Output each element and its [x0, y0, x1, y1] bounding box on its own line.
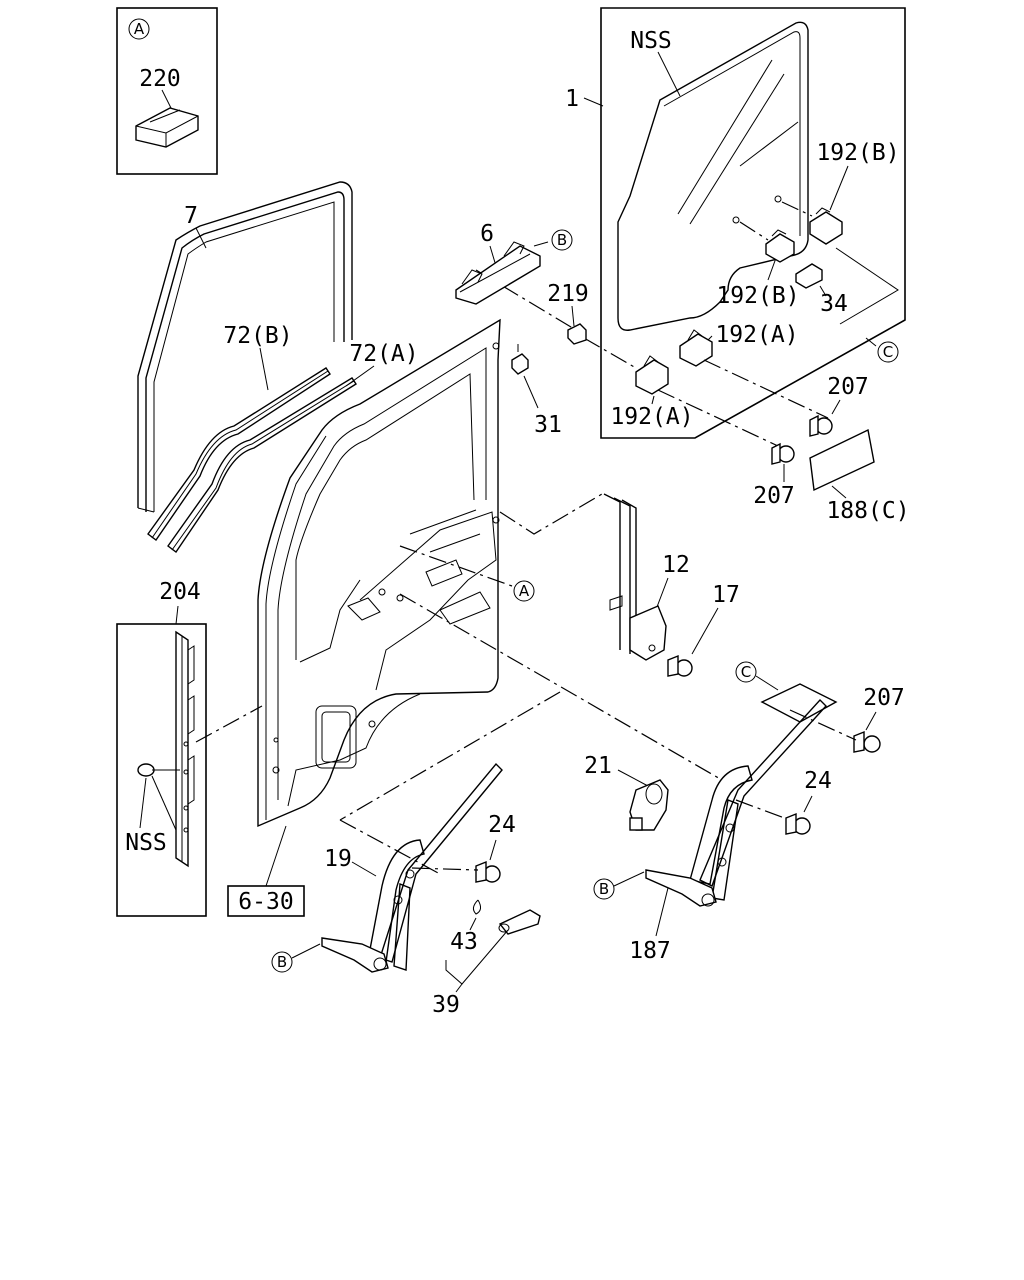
- clip-219: [567, 323, 587, 345]
- guide-rail-12: [603, 493, 667, 661]
- part-label-17: 17: [712, 582, 740, 608]
- callout-c-regulator: C: [741, 663, 751, 681]
- part-label-12: 12: [662, 552, 690, 578]
- part-label-7: 7: [184, 203, 198, 229]
- part-label-207-upper: 207: [827, 374, 869, 400]
- part-label-39: 39: [432, 992, 460, 1018]
- part-label-192b-top: 192(B): [816, 140, 899, 166]
- callout-b-holder: B: [557, 231, 567, 249]
- part-label-72b: 72(B): [223, 323, 292, 349]
- part-label-72a: 72(A): [349, 341, 418, 367]
- bolt-207-lower: [771, 442, 795, 465]
- part-label-207-lower: 207: [753, 483, 795, 509]
- run-channel-72a: [167, 377, 357, 554]
- part-label-1: 1: [565, 86, 579, 112]
- bolt-24-left: [475, 860, 501, 883]
- weatherstrip-7: [137, 181, 353, 513]
- part-label-43: 43: [450, 929, 478, 955]
- part-label-204: 204: [159, 579, 201, 605]
- label-188c: [809, 428, 875, 492]
- ref-label-6-30: 6-30: [238, 889, 293, 915]
- seal-inset-204: [116, 623, 207, 917]
- glass-box-callout-c: C: [883, 343, 893, 361]
- regulator-187: [645, 698, 827, 907]
- handle-39: [498, 909, 541, 935]
- bolt-17: [667, 654, 693, 677]
- fastener-192b-mid: [765, 229, 795, 263]
- door-glass-part: [617, 21, 809, 331]
- callout-b-regulator-right: B: [599, 880, 609, 898]
- clip-34-part: [795, 263, 823, 289]
- glass-nss-note: NSS: [630, 28, 672, 54]
- part-label-192a-left: 192(A): [610, 404, 693, 430]
- plug-31: [511, 344, 529, 375]
- label-c-lower: [760, 683, 838, 723]
- bolt-207-regulator: [853, 730, 881, 753]
- part-label-34: 34: [820, 291, 848, 317]
- clip-220-part: [135, 107, 199, 148]
- part-label-6: 6: [480, 221, 494, 247]
- part-label-192b-mid: 192(B): [716, 283, 799, 309]
- part-label-24-left: 24: [488, 812, 516, 838]
- fastener-192a-left: [635, 355, 669, 395]
- fastener-192a-right: [679, 329, 713, 367]
- glass-holder-6: [455, 241, 541, 305]
- fastener-192b-top: [809, 207, 843, 245]
- inset-a-callout: A: [134, 20, 145, 38]
- part-label-219: 219: [547, 281, 589, 307]
- spring-43: [472, 899, 482, 915]
- bolt-24-right: [785, 812, 811, 835]
- bolt-207-upper: [809, 414, 833, 437]
- part-label-31: 31: [534, 412, 562, 438]
- part-label-19: 19: [324, 846, 352, 872]
- part-label-220: 220: [139, 66, 181, 92]
- motor-21: [629, 779, 669, 831]
- part-label-24-right: 24: [804, 768, 832, 794]
- door-panel: [257, 318, 501, 828]
- regulator-19: [321, 762, 503, 973]
- callout-b-regulator-left: B: [277, 953, 287, 971]
- run-channel-72b: [147, 367, 331, 541]
- ref-box-6-30: [227, 885, 305, 917]
- seal-inset-nss: NSS: [125, 830, 167, 856]
- glass-box: NSS 1 192(B) 192(B): [565, 7, 906, 439]
- part-label-187: 187: [629, 938, 671, 964]
- part-label-207-regulator: 207: [863, 685, 905, 711]
- part-label-188c: 188(C): [826, 498, 909, 524]
- inset-a: A 220: [116, 7, 218, 175]
- part-label-192a-right: 192(A): [715, 322, 798, 348]
- callout-a-door: A: [519, 582, 530, 600]
- part-label-21: 21: [584, 753, 612, 779]
